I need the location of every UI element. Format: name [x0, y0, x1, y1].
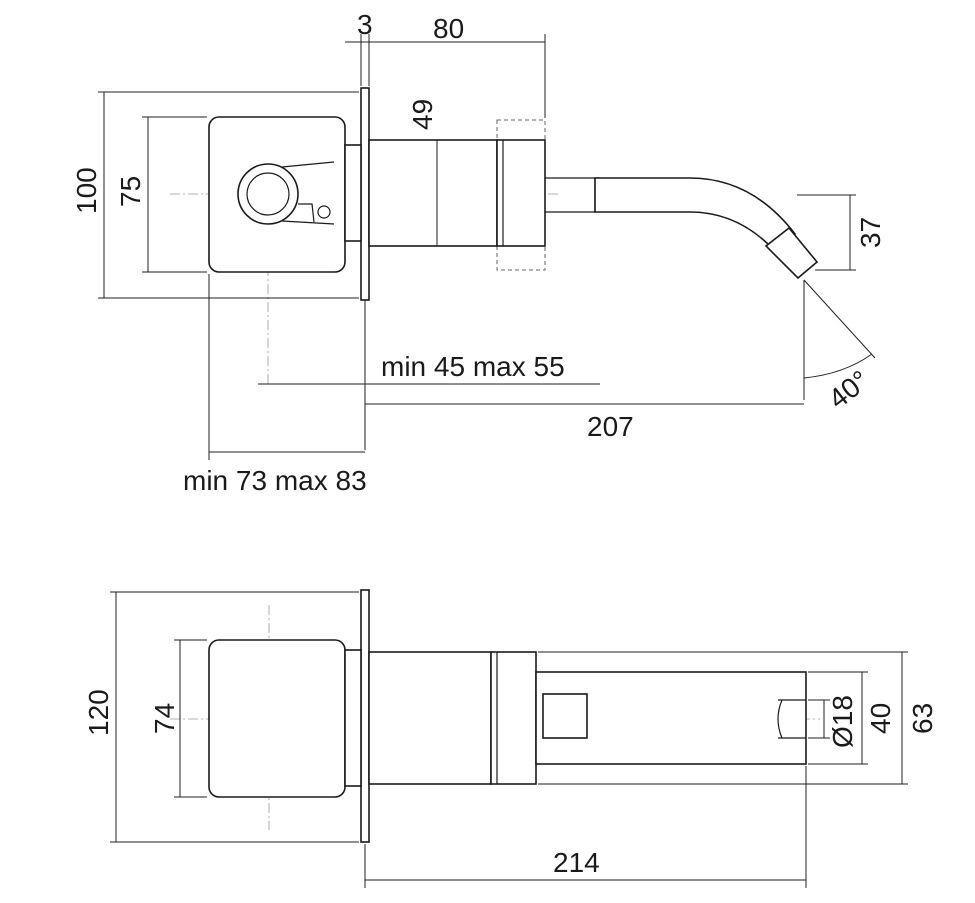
dim-spout-drop-label: 37	[855, 217, 886, 248]
top-handle-lever-lower	[281, 220, 335, 225]
side-view: 120 74 Ø18 40 63 214	[83, 589, 938, 888]
side-spout-inner-pipe	[542, 693, 588, 739]
dim-side-spout-height-label: 40	[865, 703, 896, 734]
top-collar	[496, 139, 546, 247]
top-valve-body	[368, 139, 498, 247]
dim-spout-projection-label: 207	[587, 411, 634, 442]
dim-handle-offset-label: min 45 max 55	[381, 351, 565, 382]
top-handle-lever-upper	[281, 161, 335, 168]
dim-handle-height-label: 75	[115, 176, 146, 207]
side-wall-plate	[360, 589, 370, 843]
top-handle-lever-stop	[298, 203, 331, 223]
dim-plate-height-label: 100	[71, 167, 102, 214]
top-spout-curve	[594, 177, 797, 252]
dim-plate-thickness-label: 3	[357, 9, 373, 40]
dim-handle-depth-label: min 73 max 83	[183, 465, 367, 496]
dim-side-plate-height-label: 120	[83, 689, 114, 736]
side-handle-neck	[344, 649, 362, 787]
side-valve-body	[368, 651, 492, 785]
dim-body-height-label: 49	[407, 99, 438, 130]
top-wall-plate	[360, 87, 370, 301]
side-handle-body	[208, 639, 346, 798]
dim-side-body-height-label: 63	[907, 703, 938, 734]
top-handle-knob-inner	[246, 172, 290, 216]
dim-angle-arc	[803, 353, 873, 379]
top-view: 3 80 49 100 75 37 40° min 45 max 55 207	[71, 9, 886, 496]
dim-total-length-label: 214	[553, 847, 600, 878]
side-spout-outlet-curve	[777, 699, 783, 739]
dim-spout-angle-label: 40°	[823, 364, 875, 414]
top-spout-outlet	[764, 226, 819, 280]
dim-angle-spray-line	[803, 279, 876, 359]
dim-body-depth-label: 80	[433, 13, 464, 44]
top-handle-neck	[344, 144, 362, 242]
dim-outlet-diameter-label: Ø18	[827, 695, 858, 748]
side-collar	[490, 651, 537, 785]
dim-side-handle-height-label: 74	[149, 703, 180, 734]
side-spout-body	[535, 671, 807, 765]
